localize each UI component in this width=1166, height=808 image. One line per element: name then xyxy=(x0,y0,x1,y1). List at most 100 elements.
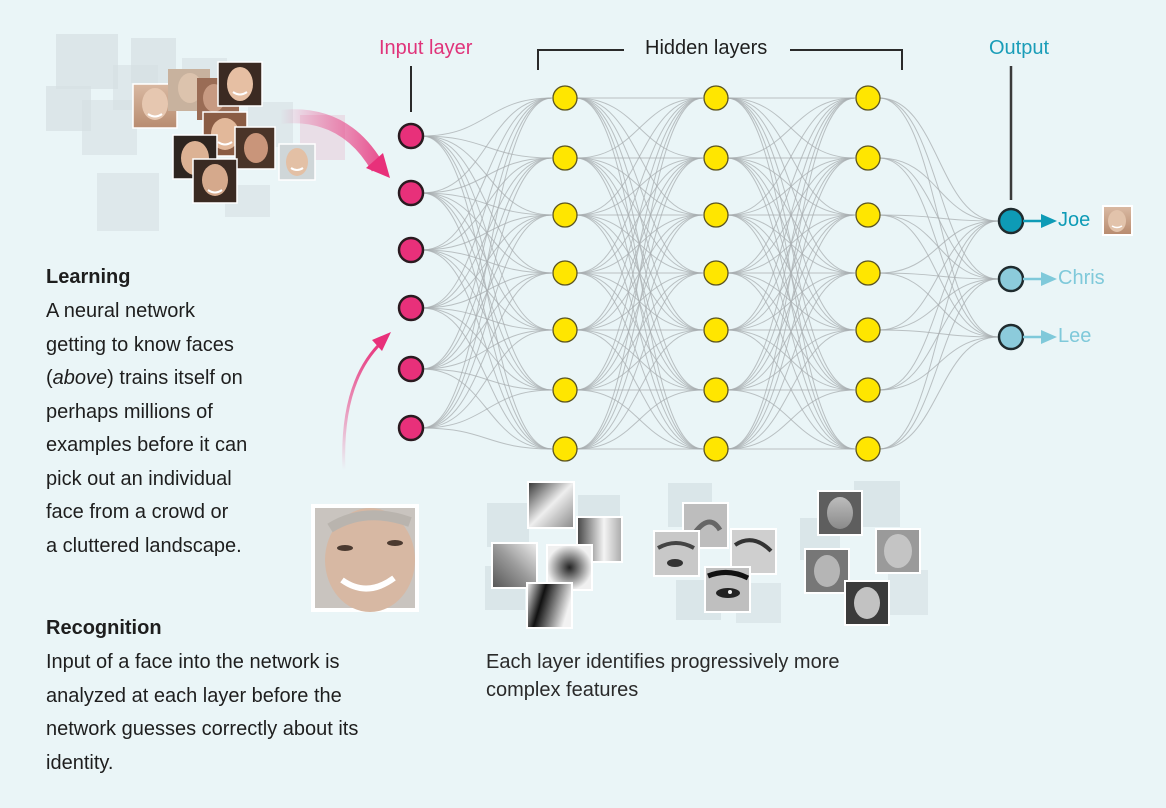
joe-thumbnail xyxy=(1102,205,1133,236)
node-hidden-1-5 xyxy=(552,377,578,403)
node-hidden-2-0 xyxy=(703,85,729,111)
connection-hidden-2-3-to-hidden-3-0 xyxy=(726,97,856,274)
connection-input-1-to-hidden-1-1 xyxy=(421,157,553,194)
connections xyxy=(421,97,999,450)
node-input-5 xyxy=(397,414,425,442)
connection-hidden-3-5-to-output-0 xyxy=(878,220,999,391)
node-hidden-1-6 xyxy=(552,436,578,462)
connection-hidden-3-2-to-output-0 xyxy=(878,214,999,222)
node-hidden-2-2 xyxy=(703,202,729,228)
recognition-body: Input of a face into the network is anal… xyxy=(46,651,359,774)
output-arrows xyxy=(1023,214,1057,344)
connection-input-3-to-hidden-1-3 xyxy=(421,272,553,309)
connection-hidden-3-4-to-output-0 xyxy=(878,220,999,331)
output-arrowhead-0 xyxy=(1041,214,1057,228)
node-hidden-2-5 xyxy=(703,377,729,403)
connection-hidden-1-6-to-hidden-2-3 xyxy=(575,272,704,450)
learning-body-part1: A neural network getting to know faces ( xyxy=(46,300,234,389)
connection-hidden-2-1-to-hidden-3-0 xyxy=(726,97,856,159)
connection-hidden-2-6-to-hidden-3-4 xyxy=(726,329,856,450)
node-hidden-1-4 xyxy=(552,317,578,343)
output-arrowhead-1 xyxy=(1041,272,1057,286)
connection-input-0-to-hidden-1-1 xyxy=(421,135,553,159)
connection-hidden-3-3-to-output-0 xyxy=(878,220,999,274)
connection-hidden-1-3-to-hidden-2-0 xyxy=(575,97,704,274)
feature-group-facial-parts xyxy=(653,483,781,623)
nodes xyxy=(397,85,1025,462)
recognition-arrow xyxy=(342,338,386,471)
connection-input-1-to-hidden-1-0 xyxy=(421,97,553,194)
face-thumb xyxy=(278,143,316,181)
node-hidden-3-4 xyxy=(855,317,881,343)
output-label: Output xyxy=(989,37,1050,59)
learning-body-italic: above xyxy=(52,367,108,389)
node-hidden-3-6 xyxy=(855,436,881,462)
connection-hidden-1-6-to-hidden-2-1 xyxy=(575,157,704,450)
node-output-0 xyxy=(997,207,1025,235)
node-hidden-3-5 xyxy=(855,377,881,403)
face-thumb xyxy=(192,158,238,204)
face-thumb xyxy=(217,61,263,107)
connection-hidden-1-6-to-hidden-2-4 xyxy=(575,329,704,450)
connection-hidden-1-4-to-hidden-2-0 xyxy=(575,97,704,331)
connection-hidden-2-6-to-hidden-3-2 xyxy=(726,214,856,450)
connection-hidden-2-6-to-hidden-3-3 xyxy=(726,272,856,450)
recognition-arrowhead xyxy=(372,332,391,351)
connection-hidden-3-0-to-output-0 xyxy=(878,97,999,222)
connection-input-5-to-hidden-1-4 xyxy=(421,329,553,429)
connection-hidden-2-5-to-hidden-3-0 xyxy=(726,97,856,391)
node-hidden-1-3 xyxy=(552,260,578,286)
face-thumb xyxy=(234,126,276,170)
node-hidden-3-2 xyxy=(855,202,881,228)
node-output-1 xyxy=(997,265,1025,293)
output-label-chris: Chris xyxy=(1058,267,1105,289)
learning-arrowhead xyxy=(366,153,390,178)
connection-hidden-2-6-to-hidden-3-1 xyxy=(726,157,856,450)
recognition-portrait xyxy=(311,504,419,612)
hidden-layers-bracket xyxy=(537,49,903,70)
connection-input-2-to-hidden-1-0 xyxy=(421,97,553,251)
connection-input-5-to-hidden-1-0 xyxy=(421,97,553,429)
connection-hidden-1-6-to-hidden-2-2 xyxy=(575,214,704,450)
node-input-1 xyxy=(397,179,425,207)
node-hidden-2-1 xyxy=(703,145,729,171)
connection-hidden-1-5-to-hidden-2-0 xyxy=(575,97,704,391)
node-hidden-3-0 xyxy=(855,85,881,111)
feature-group-faces xyxy=(800,481,928,626)
node-hidden-3-1 xyxy=(855,145,881,171)
connection-hidden-1-1-to-hidden-2-0 xyxy=(575,97,704,159)
node-hidden-1-1 xyxy=(552,145,578,171)
node-output-2 xyxy=(997,323,1025,351)
feature-group-edges xyxy=(485,481,623,629)
node-hidden-1-2 xyxy=(552,202,578,228)
connection-input-4-to-hidden-1-0 xyxy=(421,97,553,370)
node-hidden-2-4 xyxy=(703,317,729,343)
connection-hidden-2-6-to-hidden-3-5 xyxy=(726,389,856,450)
node-input-2 xyxy=(397,236,425,264)
connection-hidden-2-2-to-hidden-3-0 xyxy=(726,97,856,216)
input-layer-label: Input layer xyxy=(379,37,473,59)
caption: Each layer identifies progressively more… xyxy=(486,651,840,701)
connection-hidden-1-2-to-hidden-2-0 xyxy=(575,97,704,216)
connection-input-5-to-hidden-1-1 xyxy=(421,157,553,429)
node-hidden-3-3 xyxy=(855,260,881,286)
connection-hidden-3-0-to-output-1 xyxy=(878,97,999,280)
connection-hidden-3-6-to-output-0 xyxy=(878,220,999,450)
node-input-4 xyxy=(397,355,425,383)
connection-hidden-3-6-to-output-1 xyxy=(878,278,999,450)
node-input-0 xyxy=(397,122,425,150)
node-hidden-2-6 xyxy=(703,436,729,462)
learning-arrow xyxy=(279,109,385,172)
learning-heading: Learning xyxy=(46,266,131,288)
connection-input-5-to-hidden-1-2 xyxy=(421,214,553,429)
connection-input-0-to-hidden-1-0 xyxy=(421,97,553,137)
node-hidden-1-0 xyxy=(552,85,578,111)
connection-hidden-2-6-to-hidden-3-0 xyxy=(726,97,856,450)
learning-body: A neural network getting to know faces (… xyxy=(46,295,247,563)
connection-hidden-3-6-to-output-2 xyxy=(878,336,999,450)
recognition-heading: Recognition xyxy=(46,617,162,639)
connection-hidden-1-6-to-hidden-2-0 xyxy=(575,97,704,450)
connection-input-3-to-hidden-1-0 xyxy=(421,97,553,309)
connection-hidden-2-4-to-hidden-3-0 xyxy=(726,97,856,331)
